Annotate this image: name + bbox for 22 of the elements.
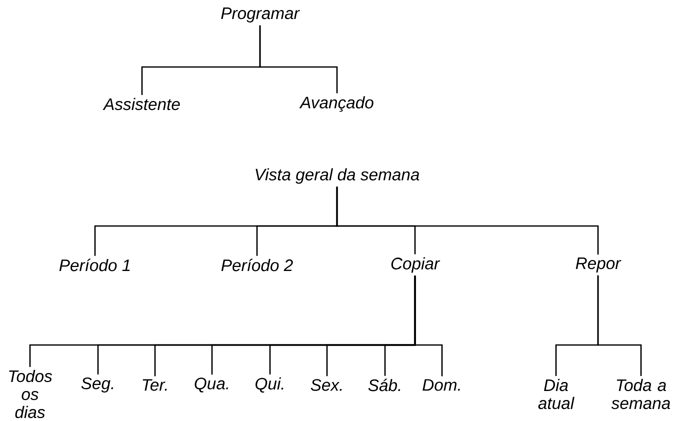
tree-label: Período 2: [221, 258, 293, 272]
connector-line: [336, 186, 599, 255]
connector-line: [414, 276, 443, 376]
tree-label: Assistente: [102, 98, 180, 110]
tree-label: Repor: [576, 258, 622, 272]
tree-label: Sex.: [310, 379, 342, 391]
tree-label: Copiar: [391, 257, 440, 273]
tree-label: Período 1: [59, 258, 130, 272]
tree-label: Qua.: [194, 378, 228, 392]
tree-label: Vista geral da semana: [256, 168, 420, 184]
tree-label: Ter.: [142, 379, 167, 391]
tree-label: Dom.: [422, 379, 460, 391]
tree-label: Sáb.: [368, 378, 400, 392]
connector-line: [259, 25, 338, 94]
tree-label: Qui.: [256, 377, 284, 393]
tree-label: Toda a semana: [611, 378, 670, 410]
tree-label: Avançado: [299, 96, 374, 112]
connector-line: [597, 275, 642, 376]
tree-label: Dia atual: [538, 378, 574, 410]
tree-label: Todos os dias: [9, 370, 52, 418]
tree-label: Seg.: [81, 377, 114, 393]
tree-label: Programar: [221, 8, 300, 22]
